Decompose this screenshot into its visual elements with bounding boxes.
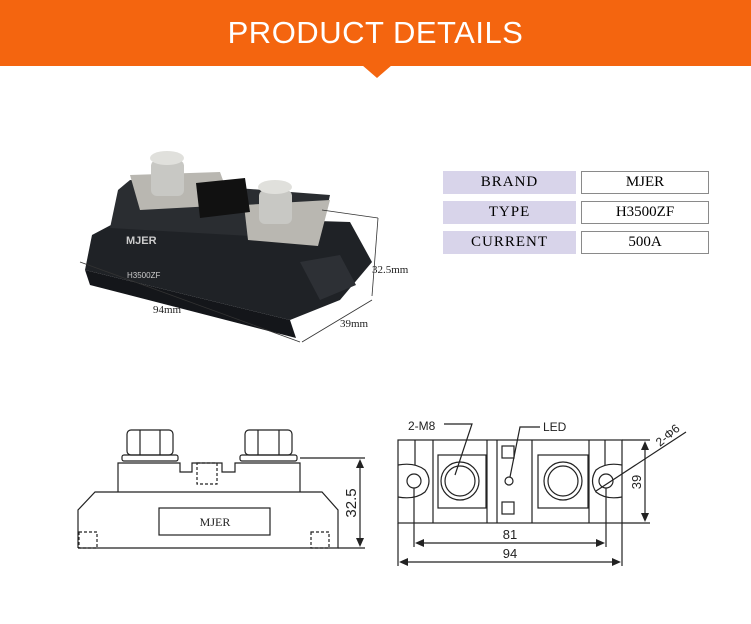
hole-label: 2-Φ6: [653, 421, 683, 449]
led-label: LED: [543, 420, 567, 434]
label-plate: [158, 507, 271, 536]
spec-label: BRAND: [443, 171, 576, 194]
spec-row-current: CURRENT 500A: [443, 231, 709, 254]
side-dim-height: 32.5: [343, 488, 360, 517]
bolt-icon: [259, 190, 292, 224]
dim-height-label: 32.5mm: [372, 264, 409, 276]
banner-pointer: [362, 65, 392, 78]
spec-value: H3500ZF: [581, 201, 709, 224]
photo-brand: MJER: [126, 235, 157, 247]
spec-value: 500A: [581, 231, 709, 254]
led-icon: [504, 476, 514, 486]
spec-label: TYPE: [443, 201, 576, 224]
header-banner: PRODUCT DETAILS: [0, 0, 751, 66]
side-label: MJER: [200, 515, 231, 529]
spec-row-type: TYPE H3500ZF: [443, 201, 709, 224]
dim-length-label: 94mm: [153, 304, 182, 316]
photo-model: H3500ZF: [127, 271, 160, 280]
spec-row-brand: BRAND MJER: [443, 171, 709, 194]
bolt-label: 2-M8: [408, 419, 436, 433]
top-dim-width: 39: [629, 475, 644, 489]
page-title: PRODUCT DETAILS: [227, 15, 524, 50]
spec-value: MJER: [581, 171, 709, 194]
top-dim-length: 94: [503, 546, 517, 561]
relay-body: [85, 151, 372, 338]
bolt-icon: [151, 160, 184, 196]
dimension-lines: [79, 209, 379, 343]
dim-width-label: 39mm: [340, 318, 369, 330]
top-dim-spacing: 81: [503, 527, 517, 542]
spec-label: CURRENT: [443, 231, 576, 254]
